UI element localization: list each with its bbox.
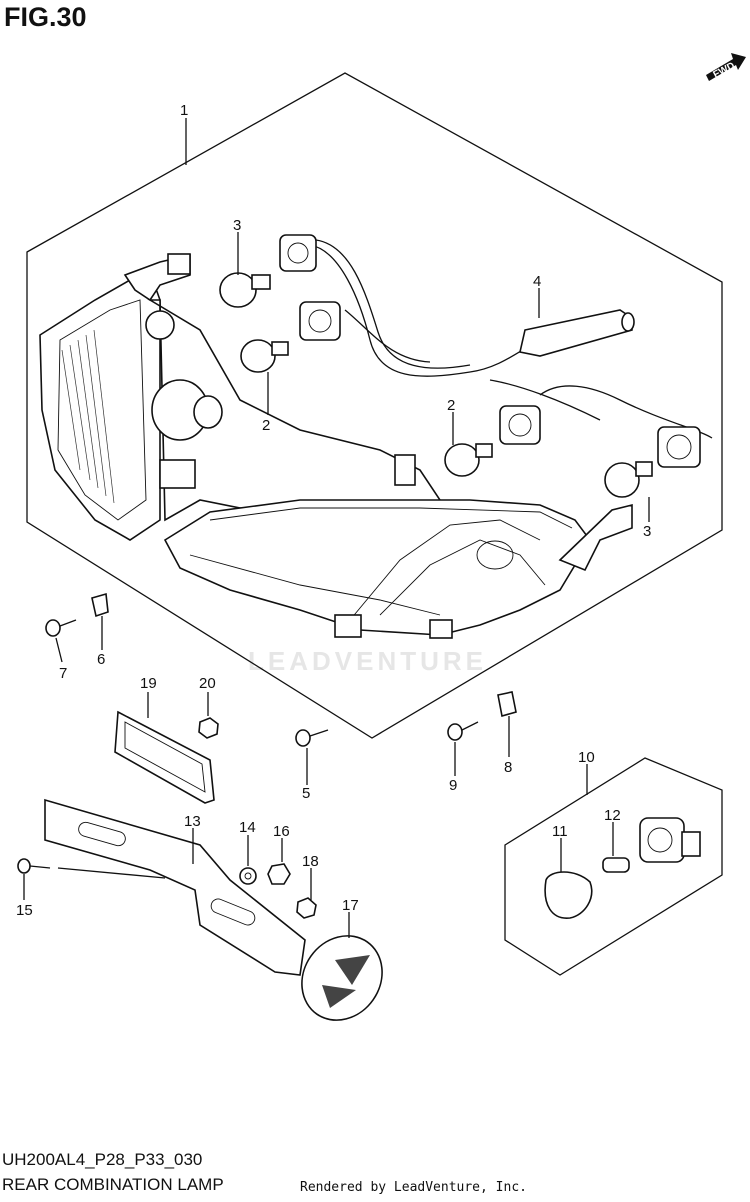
bulb-3-right: [604, 461, 653, 498]
callout-15: 15: [16, 902, 33, 919]
figure-title: FIG.30: [4, 2, 87, 32]
nut-18: [296, 897, 317, 919]
callout-10: 10: [578, 749, 595, 766]
bulb-2-left: [240, 339, 289, 373]
callout-3-right: 3: [643, 523, 651, 540]
bulb-socket-right-1: [499, 405, 541, 445]
bulb-socket-right-2: [657, 426, 701, 468]
callout-2-right: 2: [447, 397, 455, 414]
callout-6: 6: [97, 651, 105, 668]
watermark-text: LEADVENTURE: [248, 646, 488, 676]
bulb-3-top: [219, 272, 271, 308]
bulb-2-right: [444, 443, 493, 477]
callout-19: 19: [140, 675, 157, 692]
lens-cap-11: [544, 871, 593, 919]
reflector-19: [114, 710, 215, 804]
screw-9: [447, 721, 479, 741]
nut-clip-6: [91, 592, 109, 618]
callout-16: 16: [273, 823, 290, 840]
socket-kit: [639, 817, 701, 863]
washer-14: [239, 867, 257, 885]
leader-lines: [23, 118, 650, 938]
callout-14: 14: [239, 819, 256, 836]
bulb-socket-top: [279, 234, 317, 272]
callout-5: 5: [302, 785, 310, 802]
nut-20: [198, 717, 219, 739]
callout-7: 7: [59, 665, 67, 682]
figure-code: UH200AL4_P28_P33_030: [2, 1150, 203, 1169]
fwd-arrow-icon: FWD: [706, 53, 746, 81]
nut-clip-8: [497, 691, 517, 718]
callout-17: 17: [342, 897, 359, 914]
svg-text:FWD: FWD: [712, 60, 737, 80]
bracket-13: [44, 798, 306, 976]
callout-18: 18: [302, 853, 319, 870]
screw-7: [45, 619, 77, 637]
callout-4: 4: [533, 273, 541, 290]
render-credit: Rendered by LeadVenture, Inc.: [300, 1180, 527, 1195]
callout-9: 9: [449, 777, 457, 794]
bolt-15: [17, 858, 51, 874]
nut-16: [267, 863, 291, 885]
screw-5: [295, 729, 329, 747]
bulb-socket-middle: [299, 301, 341, 341]
assembly-outline: [26, 72, 723, 739]
callout-3-top: 3: [233, 217, 241, 234]
callout-20: 20: [199, 675, 216, 692]
figure-name: REAR COMBINATION LAMP: [2, 1175, 224, 1194]
callout-8: 8: [504, 759, 512, 776]
bulb-12: [602, 857, 630, 873]
callout-11: 11: [552, 823, 568, 840]
callout-13: 13: [184, 813, 201, 830]
reflector-17: [301, 935, 383, 1021]
callout-12: 12: [604, 807, 621, 824]
callout-1: 1: [180, 102, 188, 119]
rear-combination-lamp-assembly: [39, 253, 633, 639]
kit-outline: [504, 757, 723, 976]
callout-2-left: 2: [262, 417, 270, 434]
